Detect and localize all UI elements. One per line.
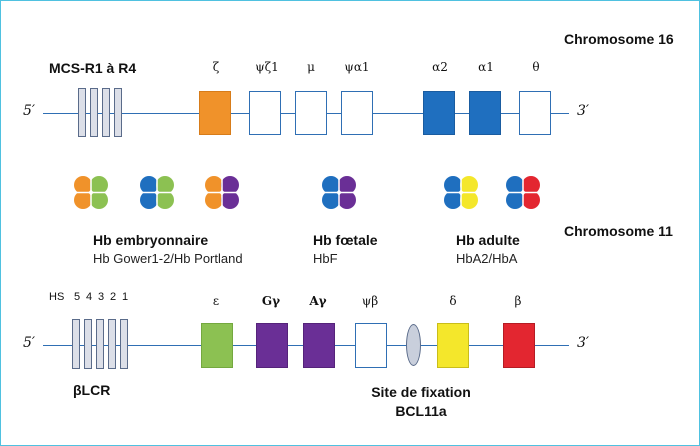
mcs-r1-bar — [78, 88, 86, 137]
gene-label-psi-zeta1: ψζ1 — [255, 60, 279, 74]
lcr-hs2-bar — [108, 319, 116, 369]
gene-box-alpha2 — [423, 91, 455, 135]
gene-box-psi-beta — [355, 323, 387, 368]
hb-adult-subtitle: HbA2/HbA — [456, 251, 518, 266]
tetramer-alpha-gamma — [322, 175, 356, 210]
chromosome16-title: Chromosome 16 — [564, 31, 674, 47]
hb-adult-title: Hb adulte — [456, 232, 520, 248]
gene-label-zeta: ζ — [212, 60, 220, 74]
bcl11a-binding-site-oval — [406, 324, 421, 366]
gene-label-alpha2: α2 — [432, 60, 448, 74]
chromosome11-title: Chromosome 11 — [564, 223, 673, 239]
gene-box-psi-zeta1 — [249, 91, 281, 135]
mcs-r3-bar — [102, 88, 110, 137]
gene-box-g-gamma — [256, 323, 288, 368]
binding-site-label-line2: BCL11a — [395, 403, 447, 419]
mcs-r2-bar — [90, 88, 98, 137]
gene-box-theta — [519, 91, 551, 135]
gene-label-epsilon: ε — [212, 294, 220, 308]
hb-embryonic-subtitle: Hb Gower1-2/Hb Portland — [93, 251, 243, 266]
lcr-hs1-bar — [120, 319, 128, 369]
hb-embryonic-title: Hb embryonnaire — [93, 232, 209, 248]
hs-site-1: 1 — [122, 291, 129, 303]
hs-site-4: 4 — [86, 291, 93, 303]
beta-lcr-label: βLCR — [73, 382, 111, 398]
hs-site-3: 3 — [98, 291, 105, 303]
gene-box-a-gamma — [303, 323, 335, 368]
lcr-hs3-bar — [96, 319, 104, 369]
chr11-5prime: 5′ — [23, 335, 36, 351]
hs-site-5: 5 — [74, 291, 81, 303]
tetramer-alpha-delta — [444, 175, 478, 210]
hs-prefix: HS — [49, 291, 65, 303]
gene-label-mu: μ — [307, 60, 315, 74]
gene-label-alpha1: α1 — [478, 60, 494, 74]
tetramer-alpha-epsilon — [140, 175, 174, 210]
binding-site-label-line1: Site de fixation — [371, 384, 471, 400]
chr16-3prime: 3′ — [577, 103, 590, 119]
gene-box-alpha1 — [469, 91, 501, 135]
gene-label-theta: θ — [532, 60, 540, 74]
hb-fetal-subtitle: HbF — [313, 251, 338, 266]
gene-label-delta: δ — [449, 294, 457, 308]
lcr-hs5-bar — [72, 319, 80, 369]
hs-site-2: 2 — [110, 291, 117, 303]
gene-box-mu — [295, 91, 327, 135]
gene-box-psi-alpha1 — [341, 91, 373, 135]
gene-label-beta: β — [514, 294, 522, 308]
tetramer-alpha-beta — [506, 175, 540, 210]
tetramer-zeta-gamma — [205, 175, 239, 210]
chr11-3prime: 3′ — [577, 335, 590, 351]
gene-box-epsilon — [201, 323, 233, 368]
gene-label-psi-alpha1: ψα1 — [344, 60, 370, 74]
mcs-label: MCS-R1 à R4 — [49, 60, 137, 76]
gene-label-psi-beta: ψβ — [361, 294, 379, 308]
gene-box-beta — [503, 323, 535, 368]
lcr-hs4-bar — [84, 319, 92, 369]
gene-box-zeta — [199, 91, 231, 135]
hb-fetal-title: Hb fœtale — [313, 232, 378, 248]
gene-box-delta — [437, 323, 469, 368]
mcs-r4-bar — [114, 88, 122, 137]
tetramer-zeta-epsilon — [74, 175, 108, 210]
chr16-5prime: 5′ — [23, 103, 36, 119]
gene-label-g-gamma: Gγ — [261, 294, 281, 308]
gene-label-a-gamma: Aγ — [309, 294, 327, 308]
